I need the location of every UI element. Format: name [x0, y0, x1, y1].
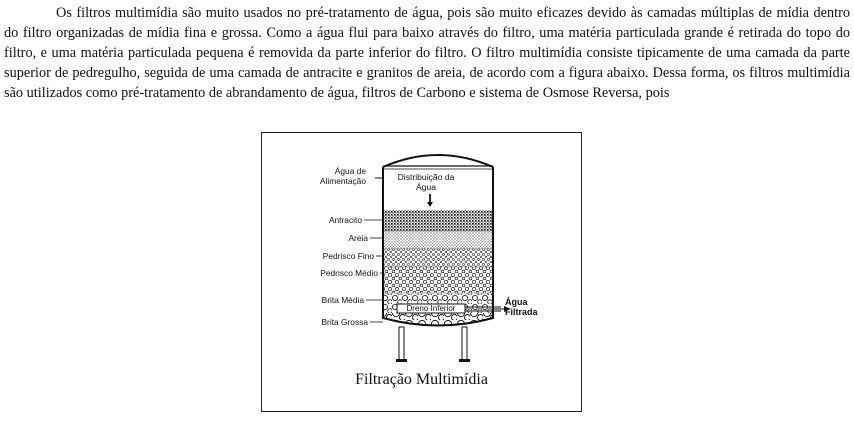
- layer-fine-pebble: [383, 249, 493, 267]
- paragraph-text: Os filtros multimídia são muito usados n…: [4, 5, 850, 101]
- inlet-label: Água de Alimentação: [319, 166, 366, 186]
- layer-sand: [383, 231, 493, 249]
- layer-anthracite: [383, 210, 493, 231]
- layer-coarse-gravel: [383, 313, 493, 326]
- bottom-drain: [396, 303, 511, 314]
- layer-medium-pebble: [383, 267, 493, 293]
- distribution-label: Distribuição da Água: [397, 172, 455, 192]
- leader-lines: [364, 219, 383, 323]
- outlet-label: Água Filtrada: [505, 297, 538, 317]
- layer-label-brita-grossa: Brita Grossa: [321, 317, 368, 327]
- figure-caption: Filtração Multimídia: [355, 371, 488, 388]
- drain-label: Dreno Inferior: [406, 304, 456, 313]
- layer-label-areia: Areia: [348, 233, 368, 243]
- layer-label-antracite: Antracito: [328, 215, 362, 225]
- body-paragraph: Os filtros multimídia são muito usados n…: [4, 3, 850, 103]
- filter-diagram: [364, 154, 511, 362]
- tank-legs: [396, 326, 470, 362]
- layer-label-brita-media: Brita Média: [321, 295, 364, 305]
- distribution-arrow: [427, 194, 433, 207]
- layer-label-pedrisco-medio: Pedrisco Médio: [320, 268, 378, 278]
- multimedia-filter-figure: Água de Alimentação Distribuição da Água…: [261, 132, 582, 412]
- tank-outline: [375, 154, 494, 327]
- layer-label-pedrisco-fino: Pedrisco Fino: [322, 251, 374, 261]
- filter-media-layers: [383, 210, 493, 326]
